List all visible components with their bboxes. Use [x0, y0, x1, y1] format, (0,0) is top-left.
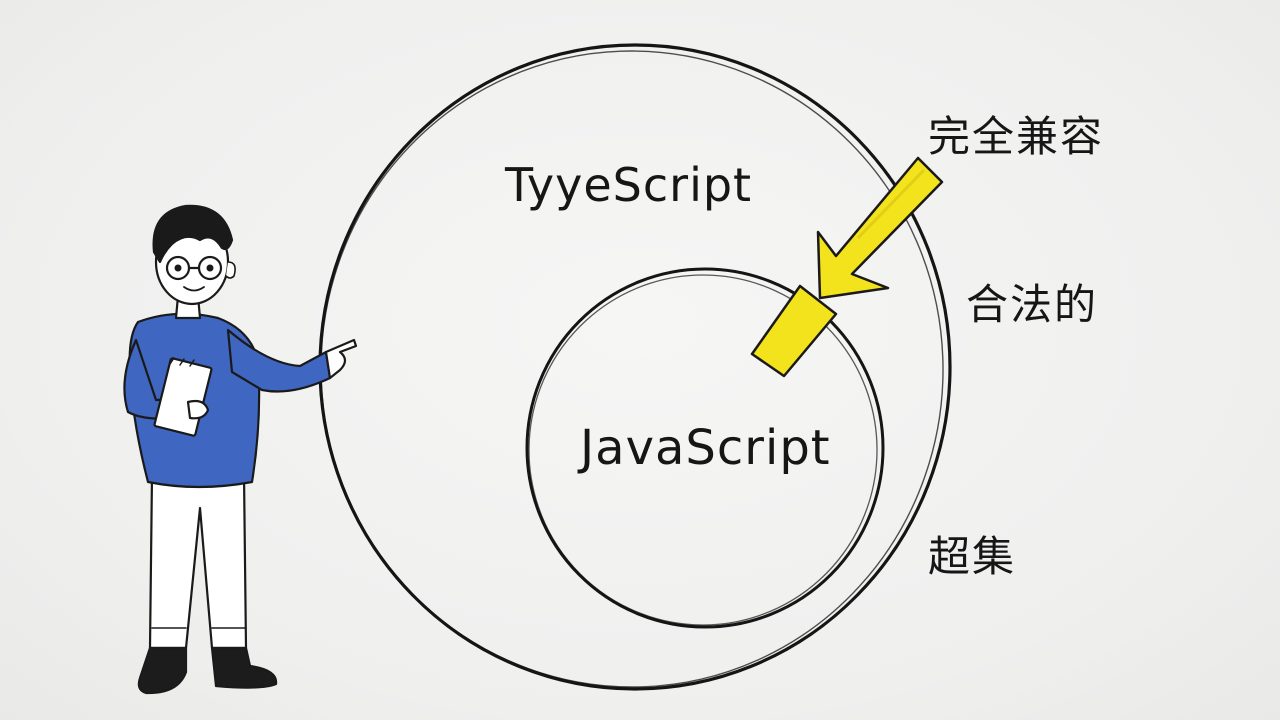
person-shoe-right — [210, 646, 278, 689]
annotation-compatible: 完全兼容 — [928, 112, 1105, 161]
inner-set-circle — [525, 267, 885, 629]
person-pants — [148, 473, 248, 650]
person-illustration — [123, 204, 358, 695]
arrow-icon — [750, 156, 944, 378]
annotation-superset: 超集 — [928, 532, 1017, 581]
outer-set-label: TyyeScript — [505, 158, 753, 212]
inner-set-label: JavaScript — [580, 420, 831, 476]
person-shoe-left — [137, 646, 188, 695]
annotation-legal: 合法的 — [966, 280, 1099, 329]
person-hair — [152, 204, 234, 264]
person-pointing-hand — [324, 338, 358, 380]
glasses-icon — [165, 255, 223, 281]
